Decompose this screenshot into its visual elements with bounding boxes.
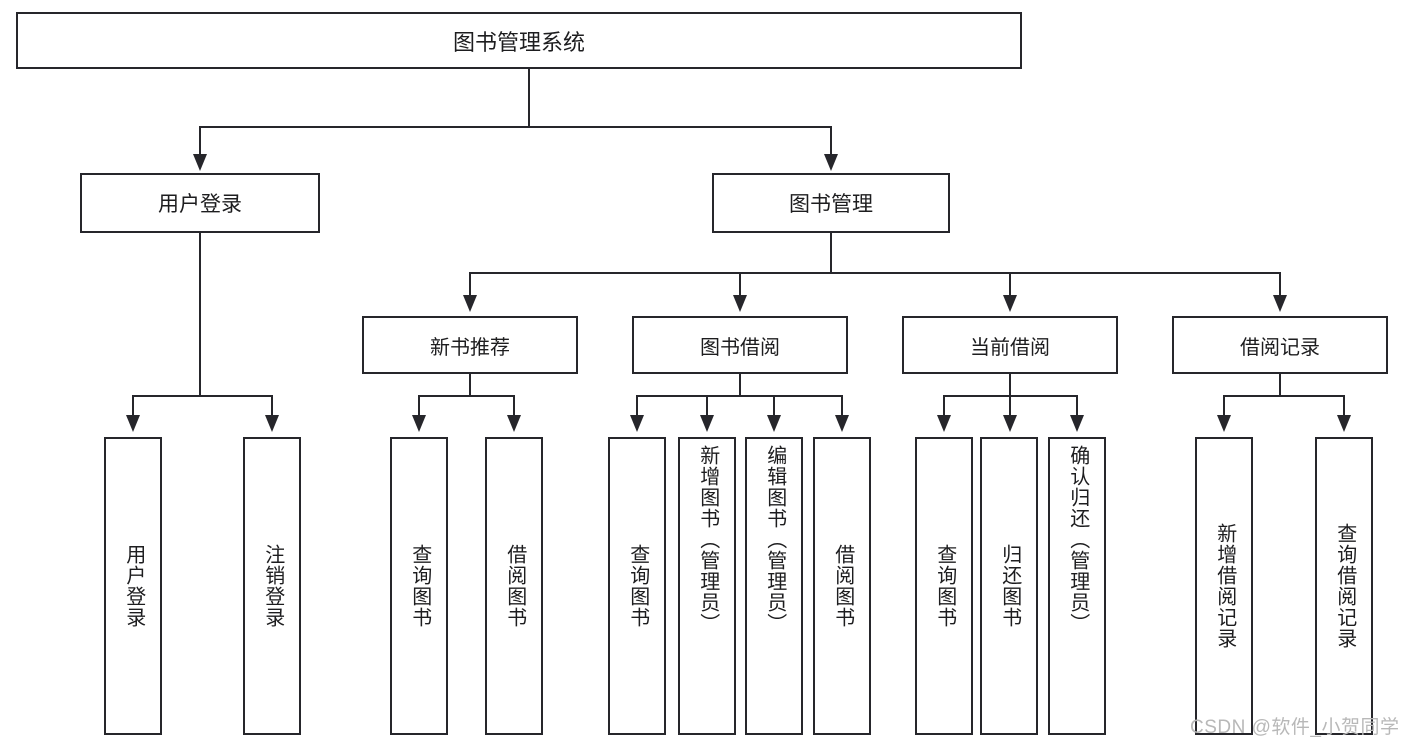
edge-borrow-record-to-leaf-1	[1223, 395, 1225, 417]
node-label: 用户登录	[158, 193, 242, 216]
node-label: 确认归还（管理员）	[1066, 445, 1089, 634]
arrow-current-borrow-to-leaf-3-icon	[1070, 415, 1084, 432]
edge-root-stem	[528, 69, 530, 127]
edge-current-borrow-to-leaf-2	[1009, 395, 1011, 417]
node-label: 借阅图书	[831, 544, 854, 628]
node-new-book-recommend[interactable]: 新书推荐	[362, 316, 578, 374]
edge-current-borrow-to-leaf-3	[1076, 395, 1078, 417]
arrow-current-borrow-to-leaf-1-icon	[937, 415, 951, 432]
leaf-current-borrow-query-book[interactable]: 查询图书	[915, 437, 973, 735]
edge-book-borrow-to-leaf-4	[841, 395, 843, 417]
edge-book-borrow-to-leaf-3	[773, 395, 775, 417]
arrow-borrow-record-to-leaf-1-icon	[1217, 415, 1231, 432]
node-label: 借阅图书	[503, 544, 526, 628]
arrow-root-to-book-management-icon	[824, 154, 838, 171]
edge-borrow-record-stem	[1279, 374, 1281, 396]
arrow-book-borrow-to-leaf-4-icon	[835, 415, 849, 432]
edge-book-management-bus	[469, 272, 1280, 274]
node-current-borrow[interactable]: 当前借阅	[902, 316, 1118, 374]
edge-root-to-book-management	[830, 126, 832, 156]
edge-book-borrow-to-leaf-1	[636, 395, 638, 417]
node-label: 新增借阅记录	[1213, 523, 1236, 649]
edge-book-borrow-stem	[739, 374, 741, 396]
node-label: 用户登录	[122, 544, 145, 628]
arrow-bm-to-current-borrow-icon	[1003, 295, 1017, 312]
node-label: 图书管理	[789, 193, 873, 216]
leaf-user-login-logout[interactable]: 注销登录	[243, 437, 301, 735]
watermark-text: CSDN @软件_小贺同学	[1190, 717, 1400, 738]
edge-user-login-bus	[132, 395, 271, 397]
node-user-login[interactable]: 用户登录	[80, 173, 320, 233]
edge-new-book-bus	[418, 395, 514, 397]
arrow-new-book-to-leaf-2-icon	[507, 415, 521, 432]
edge-book-borrow-bus	[636, 395, 842, 397]
node-label: 图书管理系统	[452, 29, 585, 55]
arrow-user-login-to-leaf-2-icon	[265, 415, 279, 432]
arrow-book-borrow-to-leaf-3-icon	[767, 415, 781, 432]
leaf-user-login-login[interactable]: 用户登录	[104, 437, 162, 735]
edge-borrow-record-bus	[1223, 395, 1343, 397]
edge-current-borrow-stem	[1009, 374, 1011, 396]
leaf-new-book-query-book[interactable]: 查询图书	[390, 437, 448, 735]
node-book-borrow[interactable]: 图书借阅	[632, 316, 848, 374]
arrow-new-book-to-leaf-1-icon	[412, 415, 426, 432]
node-label: 当前借阅	[970, 336, 1050, 359]
leaf-new-book-borrow-book[interactable]: 借阅图书	[485, 437, 543, 735]
edge-user-login-stem	[199, 233, 201, 396]
edge-bm-to-new-book	[469, 272, 471, 297]
edge-new-book-to-leaf-2	[513, 395, 515, 417]
edge-borrow-record-to-leaf-2	[1343, 395, 1345, 417]
leaf-book-borrow-add-book-admin[interactable]: 新增图书（管理员）	[678, 437, 736, 735]
node-borrow-record[interactable]: 借阅记录	[1172, 316, 1388, 374]
leaf-book-borrow-edit-book-admin[interactable]: 编辑图书（管理员）	[745, 437, 803, 735]
node-label: 归还图书	[998, 544, 1021, 628]
edge-bm-to-borrow-record	[1279, 272, 1281, 297]
arrow-current-borrow-to-leaf-2-icon	[1003, 415, 1017, 432]
node-label: 新书推荐	[430, 336, 510, 359]
node-label: 查询图书	[626, 544, 649, 628]
edge-new-book-stem	[469, 374, 471, 396]
leaf-current-borrow-confirm-return-admin[interactable]: 确认归还（管理员）	[1048, 437, 1106, 735]
edge-book-management-stem	[830, 233, 832, 273]
edge-root-bus	[199, 126, 831, 128]
edge-bm-to-current-borrow	[1009, 272, 1011, 297]
node-book-management[interactable]: 图书管理	[712, 173, 950, 233]
edge-root-to-user-login	[199, 126, 201, 156]
node-label: 新增图书（管理员）	[696, 445, 719, 634]
node-label: 查询借阅记录	[1333, 523, 1356, 649]
leaf-book-borrow-borrow-book[interactable]: 借阅图书	[813, 437, 871, 735]
arrow-bm-to-new-book-icon	[463, 295, 477, 312]
node-root-book-management-system[interactable]: 图书管理系统	[16, 12, 1022, 69]
edge-user-login-to-leaf-1	[132, 395, 134, 417]
arrow-user-login-to-leaf-1-icon	[126, 415, 140, 432]
leaf-current-borrow-return-book[interactable]: 归还图书	[980, 437, 1038, 735]
node-label: 注销登录	[261, 544, 284, 628]
arrow-book-borrow-to-leaf-1-icon	[630, 415, 644, 432]
node-label: 编辑图书（管理员）	[763, 445, 786, 634]
edge-new-book-to-leaf-1	[418, 395, 420, 417]
leaf-book-borrow-query-book[interactable]: 查询图书	[608, 437, 666, 735]
edge-bm-to-book-borrow	[739, 272, 741, 297]
arrow-bm-to-book-borrow-icon	[733, 295, 747, 312]
edge-current-borrow-to-leaf-1	[943, 395, 945, 417]
node-label: 借阅记录	[1240, 336, 1320, 359]
arrow-bm-to-borrow-record-icon	[1273, 295, 1287, 312]
edge-book-borrow-to-leaf-2	[706, 395, 708, 417]
leaf-borrow-record-query-record[interactable]: 查询借阅记录	[1315, 437, 1373, 735]
arrow-borrow-record-to-leaf-2-icon	[1337, 415, 1351, 432]
edge-user-login-to-leaf-2	[271, 395, 273, 417]
node-label: 图书借阅	[700, 336, 780, 359]
leaf-borrow-record-add-record[interactable]: 新增借阅记录	[1195, 437, 1253, 735]
node-label: 查询图书	[408, 544, 431, 628]
arrow-root-to-user-login-icon	[193, 154, 207, 171]
arrow-book-borrow-to-leaf-2-icon	[700, 415, 714, 432]
node-label: 查询图书	[933, 544, 956, 628]
